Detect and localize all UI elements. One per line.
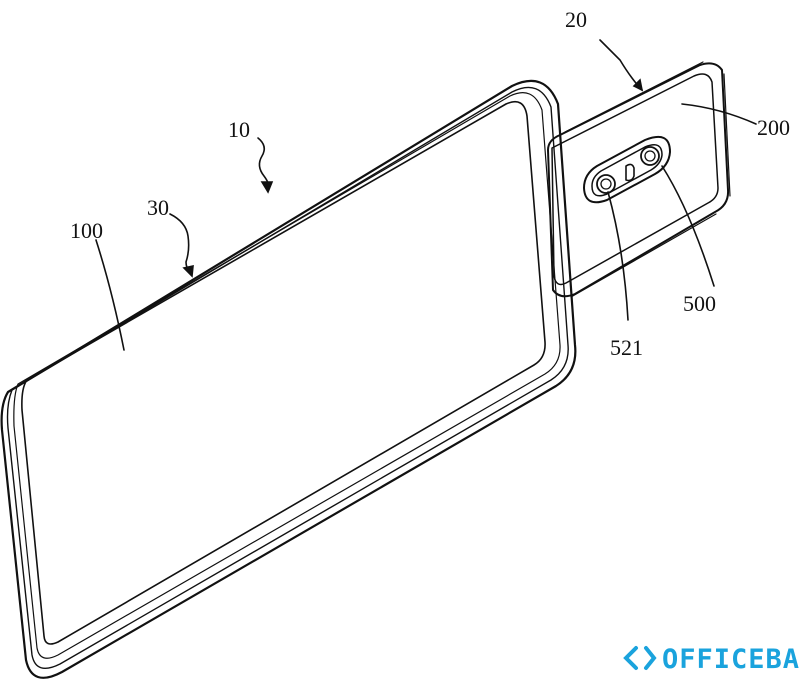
frame-second <box>6 86 569 670</box>
module-face <box>551 73 719 286</box>
frame-third <box>13 92 561 659</box>
lens-right-inner <box>644 150 656 162</box>
leader-lines <box>95 39 757 351</box>
label-lens: 521 <box>610 335 643 360</box>
leader-20-arrow <box>632 78 644 92</box>
flash-element <box>625 163 635 182</box>
watermark: OFFICEBA <box>623 644 800 675</box>
lens-left-inner <box>600 178 612 190</box>
screen <box>21 100 546 645</box>
label-module: 20 <box>565 7 587 32</box>
module-outer-edge <box>547 62 730 298</box>
leader-500 <box>661 165 715 287</box>
module-edge-line-bottom <box>570 213 717 298</box>
leader-30-arrow <box>182 264 194 278</box>
camera-window-outer <box>583 136 671 204</box>
leader-20 <box>599 39 643 91</box>
label-screen: 100 <box>70 218 103 243</box>
label-frame: 30 <box>147 195 169 220</box>
watermark-text: OFFICEBA <box>662 644 800 675</box>
module-edge-line-right <box>723 73 731 197</box>
leader-200 <box>681 103 757 125</box>
lens-right-outer <box>640 146 660 166</box>
frame-outer <box>0 79 577 679</box>
leader-521 <box>607 191 629 321</box>
label-camera-window: 500 <box>683 291 716 316</box>
camera-module <box>547 61 731 298</box>
lens-left-outer <box>596 174 616 194</box>
label-device: 10 <box>228 117 250 142</box>
module-edge-line-top <box>564 61 704 133</box>
leader-100 <box>95 239 125 351</box>
leader-10-arrow <box>260 181 274 194</box>
leader-30 <box>169 213 191 273</box>
phone-body <box>0 79 577 679</box>
leader-10 <box>257 137 270 189</box>
label-module-body: 200 <box>757 115 790 140</box>
camera-window-inner <box>591 144 663 197</box>
watermark-logo-icon <box>623 646 657 670</box>
